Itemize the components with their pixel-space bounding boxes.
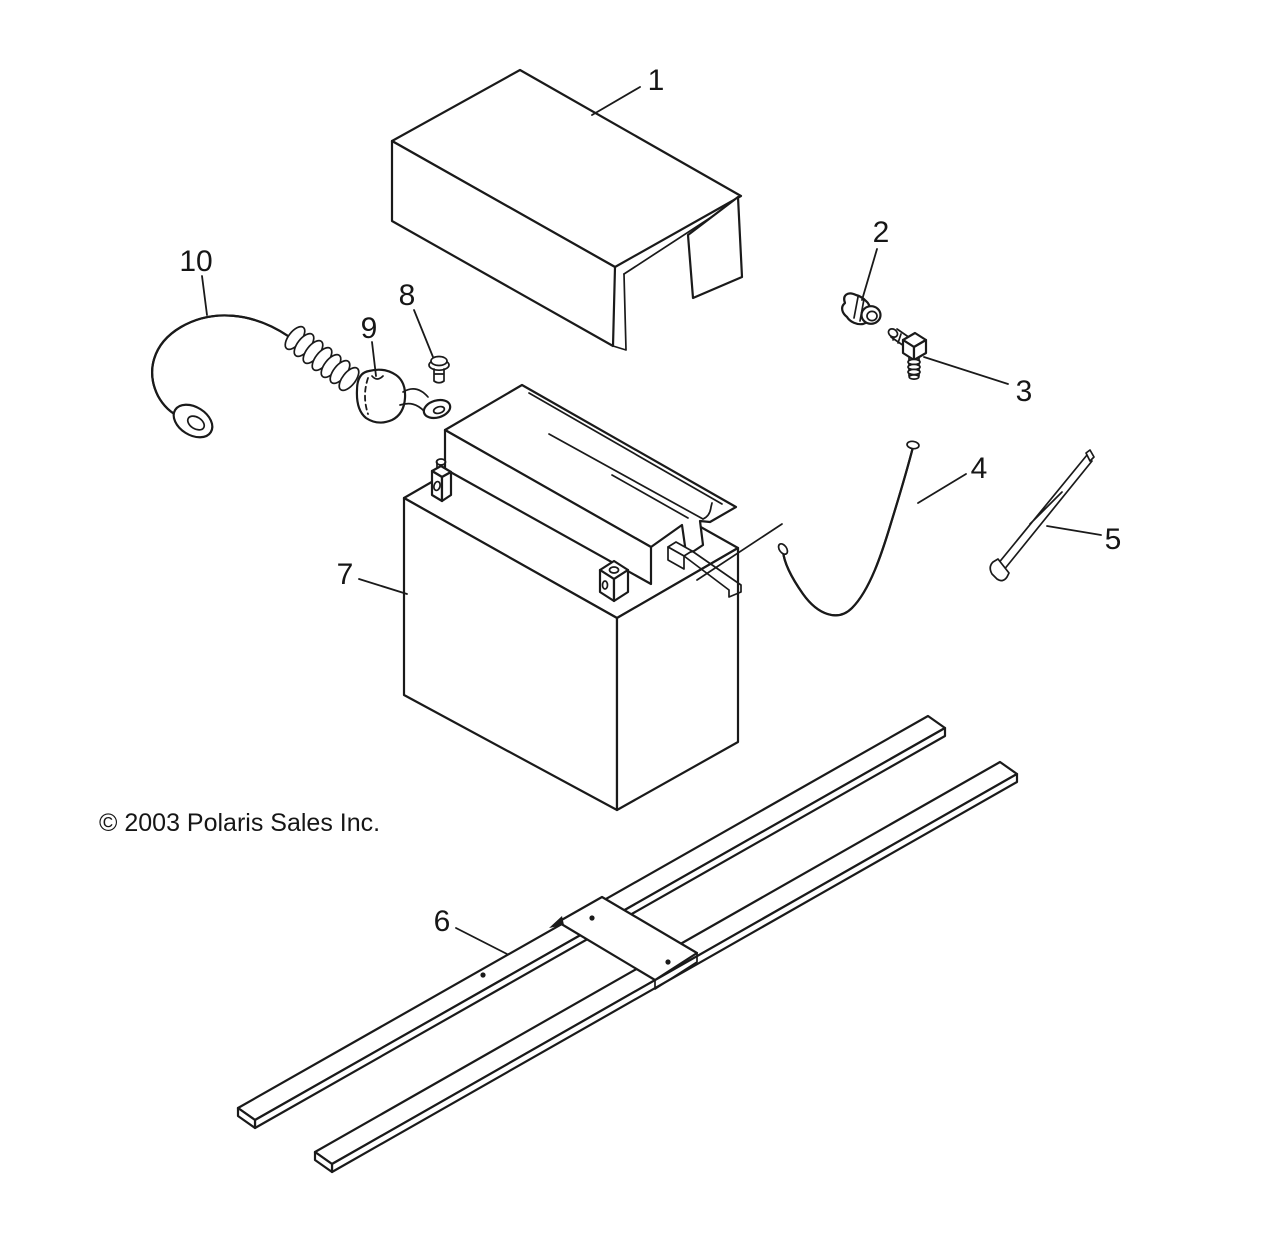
battery-terminal-left — [430, 458, 453, 503]
part-hold-down-rod — [989, 449, 1095, 582]
part-vent-tee-fitting — [887, 327, 928, 380]
leader-7 — [358, 578, 408, 595]
part-vent-tube — [696, 440, 920, 617]
leader-1 — [591, 86, 641, 116]
callout-3: 3 — [1016, 375, 1033, 408]
leader-8 — [413, 309, 434, 358]
part-battery-cover — [390, 68, 744, 351]
boot-notch — [371, 375, 384, 380]
ring-terminal — [172, 403, 214, 439]
strap-hole — [480, 972, 486, 978]
leader-3 — [923, 356, 1009, 385]
part-terminal-bolt — [428, 355, 450, 384]
callout-8: 8 — [399, 279, 416, 312]
leader-4 — [917, 473, 967, 504]
leader-6 — [455, 927, 508, 955]
part-hold-down-straps — [236, 714, 1019, 1174]
coil-spring-guard — [284, 325, 360, 392]
part-battery-ground-cable — [151, 314, 360, 439]
battery-terminal-center — [598, 559, 630, 603]
battery-lid-front — [443, 428, 653, 586]
leader-5 — [1046, 525, 1102, 536]
callout-9: 9 — [361, 312, 378, 345]
callout-7: 7 — [337, 558, 354, 591]
leader-9 — [371, 341, 377, 377]
callout-5: 5 — [1105, 523, 1122, 556]
callouts: 1 2 3 4 5 6 7 8 9 10 — [179, 64, 1122, 955]
boot-seam-line — [364, 377, 369, 415]
terminal-strap-eyelet — [399, 387, 452, 420]
callout-4: 4 — [971, 452, 988, 485]
plate-arrow — [549, 916, 564, 928]
leader-10 — [201, 275, 208, 316]
callout-2: 2 — [873, 216, 890, 249]
part-terminal-boot — [355, 368, 452, 424]
plate-hole — [665, 959, 671, 965]
part-battery — [402, 383, 742, 812]
plate-hole — [589, 915, 595, 921]
callout-10: 10 — [179, 245, 212, 278]
copyright-notice: © 2003 Polaris Sales Inc. — [99, 809, 380, 837]
strap-joint-plate — [549, 895, 699, 990]
tube-connection-line — [696, 523, 783, 581]
leader-2 — [861, 248, 878, 301]
callout-1: 1 — [648, 64, 665, 97]
part-vent-elbow-fitting — [841, 292, 882, 326]
callout-6: 6 — [434, 905, 451, 938]
